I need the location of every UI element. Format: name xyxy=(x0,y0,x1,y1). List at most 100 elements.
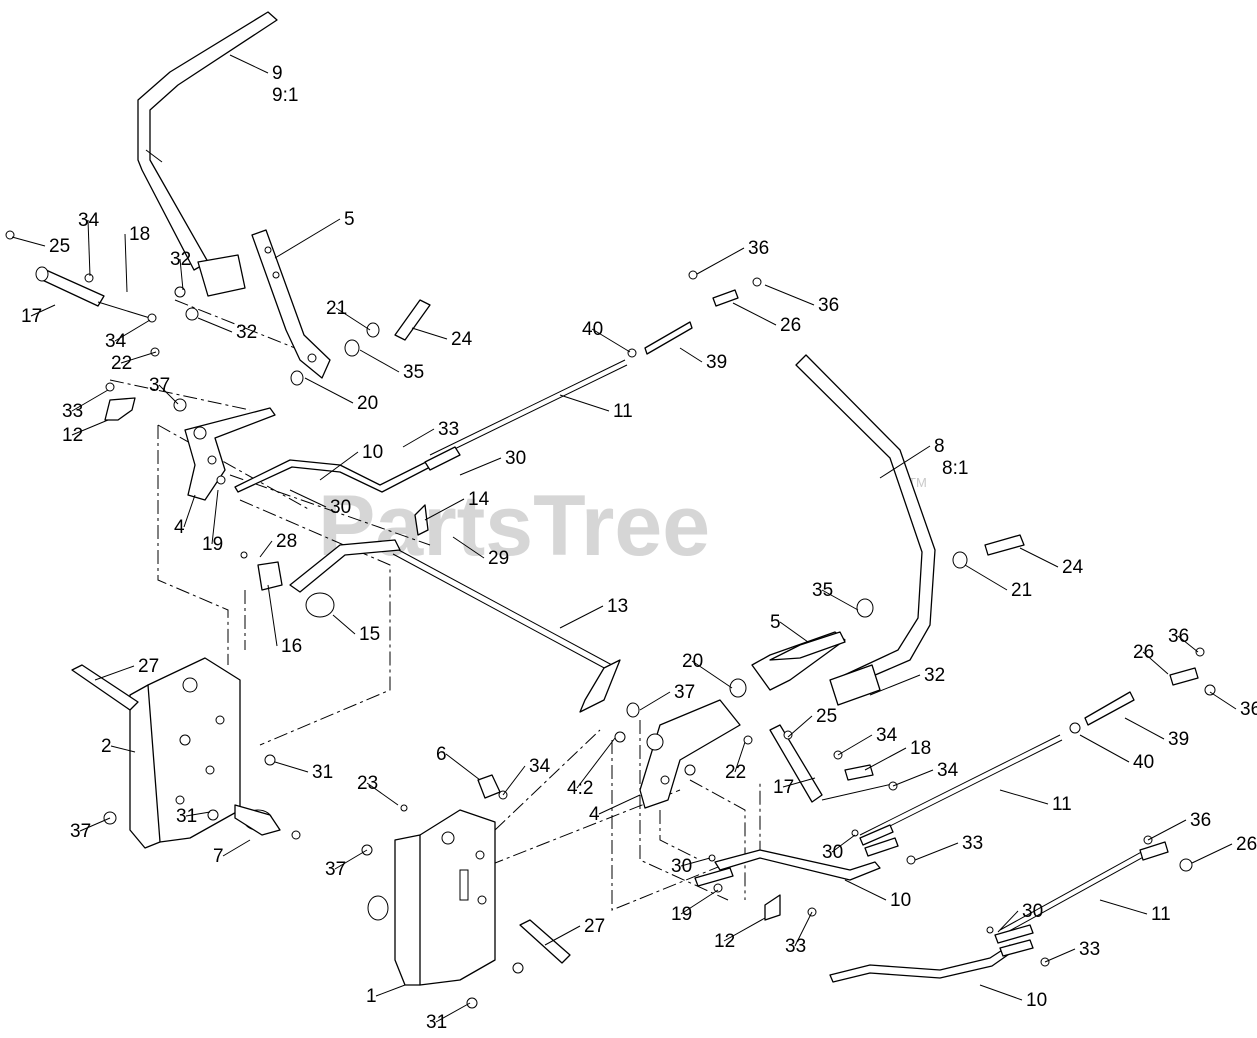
leader-c-26b xyxy=(1142,651,1169,675)
leader-c-14 xyxy=(424,498,465,521)
leader-c-28 xyxy=(259,540,273,558)
callout-c-33e: 33 xyxy=(1079,939,1100,960)
callout-c-33d: 33 xyxy=(785,936,806,957)
leader-c-39a xyxy=(679,347,703,363)
lower-right-rods xyxy=(829,835,1193,983)
leader-c-34e xyxy=(502,765,526,796)
callout-c-34c: 34 xyxy=(876,725,898,746)
leader-c-39b xyxy=(1124,717,1165,740)
leader-c-1 xyxy=(375,984,406,997)
assembly-guide-lines xyxy=(109,299,761,911)
callout-c-39b: 39 xyxy=(1168,729,1189,750)
leader-c-10a xyxy=(319,451,359,481)
callout-c-11b: 11 xyxy=(1052,794,1072,815)
mounting-plate-part-2 xyxy=(71,657,301,849)
callout-c-4b: 4 xyxy=(589,804,600,825)
callout-c-36e: 36 xyxy=(1190,810,1211,831)
leader-c-23 xyxy=(366,782,399,806)
callout-c-32a: 32 xyxy=(170,249,191,270)
leader-c-36d xyxy=(1209,691,1237,710)
leader-c-21a xyxy=(335,307,371,331)
leader-c-34c xyxy=(837,734,873,756)
leader-c-26c xyxy=(1191,843,1233,864)
leader-c-16 xyxy=(267,584,278,647)
leader-c-27a xyxy=(94,665,135,681)
callout-c-12b: 12 xyxy=(714,931,735,952)
callout-c-32c: 32 xyxy=(924,665,945,686)
leader-c-35a xyxy=(359,349,400,373)
callout-c-20b: 20 xyxy=(682,651,703,672)
leader-c-10c xyxy=(979,984,1023,1001)
callout-c-5b: 5 xyxy=(770,612,781,633)
leader-c-17a xyxy=(30,304,56,317)
callout-c-17b: 17 xyxy=(773,777,794,798)
right-control-handle-part-8 xyxy=(795,354,936,706)
leader-c-18b xyxy=(864,747,907,771)
parts-tree-watermark: PartsTree xyxy=(318,478,710,574)
leader-c-31b xyxy=(185,811,211,817)
leader-c-36a xyxy=(696,247,745,275)
mounting-plate-part-1 xyxy=(361,774,571,1009)
pivot-linkage-part-4-upper xyxy=(104,397,276,501)
callout-c-16: 16 xyxy=(281,636,302,657)
leader-c-4b xyxy=(598,794,641,815)
callout-c-5a: 5 xyxy=(344,209,355,230)
leader-c-36e xyxy=(1147,819,1187,841)
callout-c-34a: 34 xyxy=(78,210,100,231)
callout-c-12a: 12 xyxy=(62,425,83,446)
leader-c-20b xyxy=(691,660,733,689)
leader-c-30b xyxy=(289,489,327,508)
leader-c-32b xyxy=(197,317,233,333)
leader-c-37b xyxy=(639,691,671,711)
callout-c-6: 6 xyxy=(436,744,447,765)
callout-c-36a: 36 xyxy=(748,238,769,259)
leader-c-11b xyxy=(999,789,1049,805)
callout-c-26b: 26 xyxy=(1133,642,1154,663)
callout-c-37c: 37 xyxy=(70,821,91,842)
callout-c-11c: 11 xyxy=(1151,904,1171,925)
callout-c-27b: 27 xyxy=(584,916,605,937)
callout-c-27a: 27 xyxy=(138,656,159,677)
callout-c-7: 7 xyxy=(213,846,224,867)
leader-c-11c xyxy=(1099,899,1148,915)
leader-c-6 xyxy=(445,753,481,781)
callout-c-23: 23 xyxy=(357,773,378,794)
callout-c-24a: 24 xyxy=(451,329,473,350)
leader-c-40b xyxy=(1079,734,1130,763)
leader-c-8 xyxy=(879,445,931,479)
leader-c-32a xyxy=(179,258,184,291)
callout-c-31a: 31 xyxy=(312,762,333,783)
leader-c-20a xyxy=(304,377,354,404)
leader-c-26a xyxy=(732,302,777,326)
callout-c-8: 8 xyxy=(934,436,945,457)
leader-c-5b xyxy=(779,621,809,643)
leader-c-24b xyxy=(1019,547,1059,568)
callout-c-1: 1 xyxy=(366,986,377,1007)
leader-c-30d xyxy=(680,857,711,867)
callout-c-32b: 32 xyxy=(236,322,257,343)
leader-c-24a xyxy=(411,327,448,340)
callout-c-30d: 30 xyxy=(671,856,692,877)
leader-c-4-2 xyxy=(576,737,616,789)
callout-c-2: 2 xyxy=(101,736,112,757)
callout-c-9: 9 xyxy=(272,63,283,84)
callout-c-21b: 21 xyxy=(1011,580,1032,601)
leader-c-34a xyxy=(87,219,91,277)
left-control-handle-part-9 xyxy=(137,11,278,297)
callout-c-17a: 17 xyxy=(21,306,42,327)
leader-c-37c xyxy=(79,817,111,832)
cross-shaft-part-13 xyxy=(240,504,621,713)
pivot-linkage-part-4-lower xyxy=(614,699,753,809)
callout-c-33b: 33 xyxy=(438,419,459,440)
leader-c-4a xyxy=(183,494,196,528)
callout-c-30a: 30 xyxy=(505,448,526,469)
callout-c-36c: 36 xyxy=(1168,626,1189,647)
callout-c-35b: 35 xyxy=(812,580,833,601)
callout-c-37b: 37 xyxy=(674,682,695,703)
leader-c-36c xyxy=(1177,635,1199,653)
callout-c-22a: 22 xyxy=(111,353,132,374)
leader-c-37a xyxy=(158,384,179,405)
callout-c-9-1: 9:1 xyxy=(272,85,298,106)
